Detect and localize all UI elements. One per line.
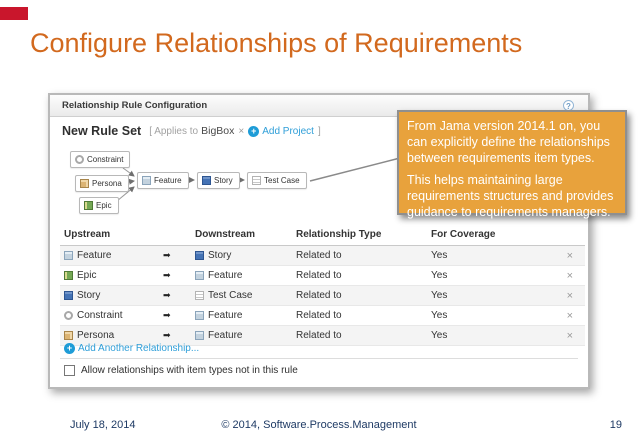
arrow-right-icon: ➡ (163, 330, 171, 340)
diagram-node-constraint[interactable]: Constraint (70, 151, 131, 168)
coverage-value: Yes (431, 250, 448, 261)
feature-icon (195, 271, 204, 280)
slide-footer: July 18, 2014 © 2014, Software.Process.M… (0, 419, 638, 439)
persona-icon (64, 331, 73, 340)
node-label: Constraint (87, 155, 124, 164)
constraint-icon (75, 155, 84, 164)
story-icon (195, 251, 204, 260)
add-project-link[interactable]: Add Project (262, 125, 314, 137)
add-circle-icon: + (248, 125, 260, 137)
downstream-label: Feature (208, 330, 243, 341)
persona-icon (80, 179, 89, 188)
allow-relationships-option: Allow relationships with item types not … (64, 365, 298, 376)
arrow-right-icon: ➡ (163, 250, 171, 260)
downstream-label: Story (208, 250, 232, 261)
bracket-close: ] (317, 125, 321, 137)
add-relationship-label: Add Another Relationship... (78, 343, 200, 354)
upstream-label: Persona (77, 330, 115, 341)
delete-row-icon[interactable]: × (566, 329, 573, 342)
footer-copyright: © 2014, Software.Process.Management (221, 419, 417, 431)
arrow-right-icon: ➡ (163, 270, 171, 280)
diagram-node-testcase[interactable]: Test Case (247, 172, 307, 189)
epic-icon (84, 201, 93, 210)
diagram-node-epic[interactable]: Epic (79, 197, 119, 214)
downstream-label: Feature (208, 270, 243, 281)
coverage-value: Yes (431, 310, 448, 321)
table-row: Epic ➡ Feature Related to Yes × (60, 266, 585, 286)
table-row: Feature ➡ Story Related to Yes × (60, 246, 585, 266)
relationship-diagram: Constraint Persona Epic Feature Story Te… (50, 143, 592, 223)
callout-paragraph-1: From Jama version 2014.1 on, you can exp… (407, 119, 610, 165)
upstream-label: Constraint (77, 310, 123, 321)
downstream-label: Feature (208, 310, 243, 321)
page-title: Configure Relationships of Requirements (30, 28, 523, 58)
table-row: Story ➡ Test Case Related to Yes × (60, 286, 585, 306)
relationship-type: Related to (296, 270, 342, 281)
diagram-node-persona[interactable]: Persona (75, 175, 129, 192)
upstream-label: Story (77, 290, 101, 301)
upstream-label: Feature (77, 250, 112, 261)
relationship-type: Related to (296, 310, 342, 321)
checkbox-label: Allow relationships with item types not … (81, 365, 298, 376)
table-header-row: Upstream Downstream Relationship Type Fo… (60, 223, 585, 246)
table-row: Constraint ➡ Feature Related to Yes × (60, 306, 585, 326)
dialog-title: Relationship Rule Configuration (62, 100, 208, 111)
divider (60, 358, 578, 359)
arrow-right-icon: ➡ (163, 310, 171, 320)
table-row: Persona ➡ Feature Related to Yes × (60, 326, 585, 346)
col-upstream: Upstream (64, 228, 111, 240)
diagram-node-story[interactable]: Story (197, 172, 240, 189)
node-label: Story (214, 176, 233, 185)
constraint-icon (64, 311, 73, 320)
arrow-right-icon: ➡ (163, 290, 171, 300)
slide-corner-accent (0, 7, 28, 20)
allow-relationships-checkbox[interactable] (64, 365, 75, 376)
delete-row-icon[interactable]: × (566, 309, 573, 322)
delete-row-icon[interactable]: × (566, 269, 573, 282)
add-relationship-link[interactable]: + Add Another Relationship... (64, 343, 199, 354)
relationship-rules-table: Upstream Downstream Relationship Type Fo… (60, 223, 585, 346)
story-icon (64, 291, 73, 300)
story-icon (202, 176, 211, 185)
downstream-label: Test Case (208, 290, 253, 301)
remove-project-icon[interactable]: × (238, 125, 245, 137)
applies-to-label: [ Applies to (149, 125, 199, 137)
annotation-callout: From Jama version 2014.1 on, you can exp… (397, 110, 627, 219)
col-type: Relationship Type (296, 228, 382, 240)
rule-set-name: New Rule Set (62, 124, 142, 138)
upstream-label: Epic (77, 270, 97, 281)
testcase-icon (195, 291, 204, 300)
node-label: Epic (96, 201, 112, 210)
coverage-value: Yes (431, 330, 448, 341)
project-tag: BigBox (201, 125, 235, 137)
callout-paragraph-2: This helps maintaining large requirement… (407, 173, 614, 219)
add-circle-icon: + (64, 343, 75, 354)
feature-icon (64, 251, 73, 260)
feature-icon (195, 331, 204, 340)
relationship-type: Related to (296, 330, 342, 341)
coverage-value: Yes (431, 290, 448, 301)
rule-set-header: New Rule Set [ Applies to BigBox × + Add… (62, 122, 321, 140)
delete-row-icon[interactable]: × (566, 249, 573, 262)
col-downstream: Downstream (195, 228, 256, 240)
diagram-node-feature[interactable]: Feature (137, 172, 189, 189)
node-label: Feature (154, 176, 182, 185)
col-coverage: For Coverage (431, 228, 496, 240)
feature-icon (195, 311, 204, 320)
footer-date: July 18, 2014 (70, 419, 136, 431)
relationship-type: Related to (296, 250, 342, 261)
footer-page-number: 19 (609, 419, 622, 431)
node-label: Persona (92, 179, 122, 188)
delete-row-icon[interactable]: × (566, 289, 573, 302)
relationship-type: Related to (296, 290, 342, 301)
epic-icon (64, 271, 73, 280)
node-label: Test Case (264, 176, 300, 185)
testcase-icon (252, 176, 261, 185)
coverage-value: Yes (431, 270, 448, 281)
feature-icon (142, 176, 151, 185)
